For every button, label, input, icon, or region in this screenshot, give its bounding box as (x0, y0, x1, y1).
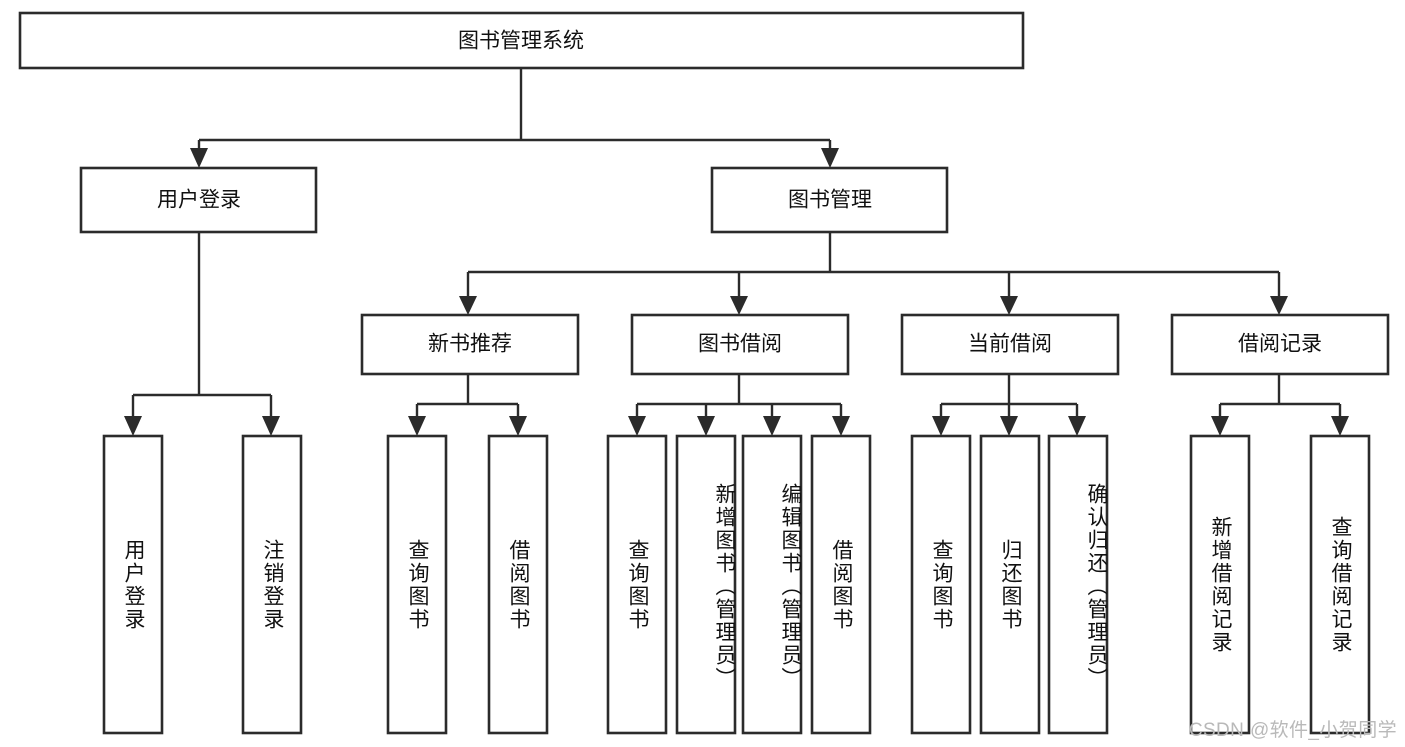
node-book-management-box[interactable] (710, 166, 949, 234)
leaf-node[interactable]: 新增借阅记录 (1189, 434, 1251, 735)
node-borrow-record[interactable]: 借阅记录 (1170, 313, 1390, 376)
leaf-cb-return-book-text-wrap: 归还图书 (999, 538, 1023, 631)
leaf-logout-label: 注销登录 (261, 538, 285, 631)
leaf-bb-edit-book-text-wrap: 编辑图书（管理员） (779, 483, 801, 690)
node-user-login[interactable]: 用户登录 (79, 166, 318, 234)
leaf-cb-query-book-label: 查询图书 (930, 538, 954, 631)
leaf-bb-add-book-text-wrap: 新增图书（管理员） (713, 483, 735, 690)
leaf-br-query-record-label: 查询借阅记录 (1329, 515, 1353, 654)
arrow-head-group (124, 148, 1349, 436)
leaf-node[interactable]: 借阅图书 (487, 434, 549, 735)
leaf-user-login-label: 用户登录 (122, 538, 146, 631)
leaf-node[interactable]: 借阅图书 (810, 434, 872, 735)
leaf-nb-query-book-text-wrap: 查询图书 (406, 538, 430, 631)
leaf-br-query-record-box[interactable] (1309, 434, 1371, 735)
leaf-br-query-record-text-wrap: 查询借阅记录 (1329, 515, 1353, 654)
node-current-borrow-box[interactable] (900, 313, 1120, 376)
leaf-nb-query-book-box[interactable] (386, 434, 448, 735)
node-book-borrow-box[interactable] (630, 313, 850, 376)
node-user-login-box[interactable] (79, 166, 318, 234)
leaf-bb-edit-book-box[interactable] (741, 434, 803, 735)
arrow-bb-leaf-1 (628, 416, 646, 436)
leaf-cb-confirm-return-label: 确认归还（管理员） (1085, 483, 1107, 690)
arrow-bb-leaf-2 (697, 416, 715, 436)
node-root-book-management-system[interactable]: 图书管理系统 (18, 11, 1025, 70)
node-borrow-record-box[interactable] (1170, 313, 1390, 376)
leaf-node[interactable]: 查询图书 (386, 434, 448, 735)
leaf-node[interactable]: 查询借阅记录 (1309, 434, 1371, 735)
leaf-node[interactable]: 查询图书 (910, 434, 972, 735)
arrow-nb-leaf-2 (509, 416, 527, 436)
leaf-cb-return-book-label: 归还图书 (999, 538, 1023, 631)
arrow-cb-leaf-3 (1068, 416, 1086, 436)
arrow-bb-leaf-3 (763, 416, 781, 436)
arrow-cb-leaf-1 (932, 416, 950, 436)
leaf-bb-borrow-book-box[interactable] (810, 434, 872, 735)
node-user-login-label: 用户登录 (157, 189, 241, 212)
leaf-bb-borrow-book-text-wrap: 借阅图书 (830, 538, 854, 631)
node-book-management-label: 图书管理 (788, 189, 872, 212)
leaf-bb-query-book-text-wrap: 查询图书 (626, 538, 650, 631)
arrow-br-leaf-1 (1211, 416, 1229, 436)
leaf-cb-confirm-return-text-wrap: 确认归还（管理员） (1085, 483, 1107, 690)
leaf-node[interactable]: 用户登录 (102, 434, 164, 735)
node-root-label: 图书管理系统 (458, 30, 584, 53)
arrow-to-current-borrow (1000, 296, 1018, 315)
node-borrow-record-label: 借阅记录 (1238, 333, 1322, 356)
leaf-cb-query-book-text-wrap: 查询图书 (930, 538, 954, 631)
leaf-bb-query-book-box[interactable] (606, 434, 668, 735)
arrow-cb-leaf-2 (1000, 416, 1018, 436)
leaf-logout-text-wrap: 注销登录 (261, 538, 285, 631)
node-new-book-recommend-label: 新书推荐 (428, 333, 512, 356)
leaf-cb-confirm-return-box[interactable] (1047, 434, 1109, 735)
leaf-cb-return-book-box[interactable] (979, 434, 1041, 735)
leaf-node[interactable]: 新增图书（管理员） (675, 434, 737, 735)
leaf-user-login-text-wrap: 用户登录 (122, 538, 146, 631)
node-book-borrow-label: 图书借阅 (698, 333, 782, 356)
leaf-bb-add-book-box[interactable] (675, 434, 737, 735)
node-new-book-recommend-box[interactable] (360, 313, 580, 376)
leaf-nb-borrow-book-box[interactable] (487, 434, 549, 735)
node-book-management[interactable]: 图书管理 (710, 166, 949, 234)
leaf-cb-query-book-box[interactable] (910, 434, 972, 735)
leaf-node[interactable]: 确认归还（管理员） (1047, 434, 1109, 735)
leaf-bb-add-book-label: 新增图书（管理员） (713, 483, 735, 690)
node-new-book-recommend[interactable]: 新书推荐 (360, 313, 580, 376)
arrow-bb-leaf-4 (832, 416, 850, 436)
leaf-br-add-record-text-wrap: 新增借阅记录 (1209, 515, 1233, 654)
leaf-user-login-box[interactable] (102, 434, 164, 735)
leaf-nb-borrow-book-label: 借阅图书 (507, 538, 531, 631)
leaf-nb-query-book-label: 查询图书 (406, 538, 430, 631)
leaf-node[interactable]: 注销登录 (241, 434, 303, 735)
leaf-br-add-record-box[interactable] (1189, 434, 1251, 735)
arrow-nb-leaf-1 (408, 416, 426, 436)
leaf-node[interactable]: 编辑图书（管理员） (741, 434, 803, 735)
arrow-br-leaf-2 (1331, 416, 1349, 436)
leaf-br-add-record-label: 新增借阅记录 (1209, 515, 1233, 654)
leaf-logout-box[interactable] (241, 434, 303, 735)
arrow-to-user-login (190, 148, 208, 168)
leaf-bb-borrow-book-label: 借阅图书 (830, 538, 854, 631)
node-book-borrow[interactable]: 图书借阅 (630, 313, 850, 376)
leaf-node[interactable]: 查询图书 (606, 434, 668, 735)
arrow-to-leaf-logout (262, 416, 280, 436)
arrow-to-book-borrow (730, 296, 748, 315)
arrow-to-borrow-record (1270, 296, 1288, 315)
leaf-bb-query-book-label: 查询图书 (626, 538, 650, 631)
leaf-node[interactable]: 归还图书 (979, 434, 1041, 735)
node-current-borrow-label: 当前借阅 (968, 333, 1052, 356)
leaf-bb-edit-book-label: 编辑图书（管理员） (779, 483, 801, 690)
node-root-box[interactable] (18, 11, 1025, 70)
leaf-nb-borrow-book-text-wrap: 借阅图书 (507, 538, 531, 631)
arrow-to-book-manage (821, 148, 839, 168)
arrow-to-new-book-recommend (459, 296, 477, 315)
arrow-to-leaf-user-login (124, 416, 142, 436)
node-current-borrow[interactable]: 当前借阅 (900, 313, 1120, 376)
